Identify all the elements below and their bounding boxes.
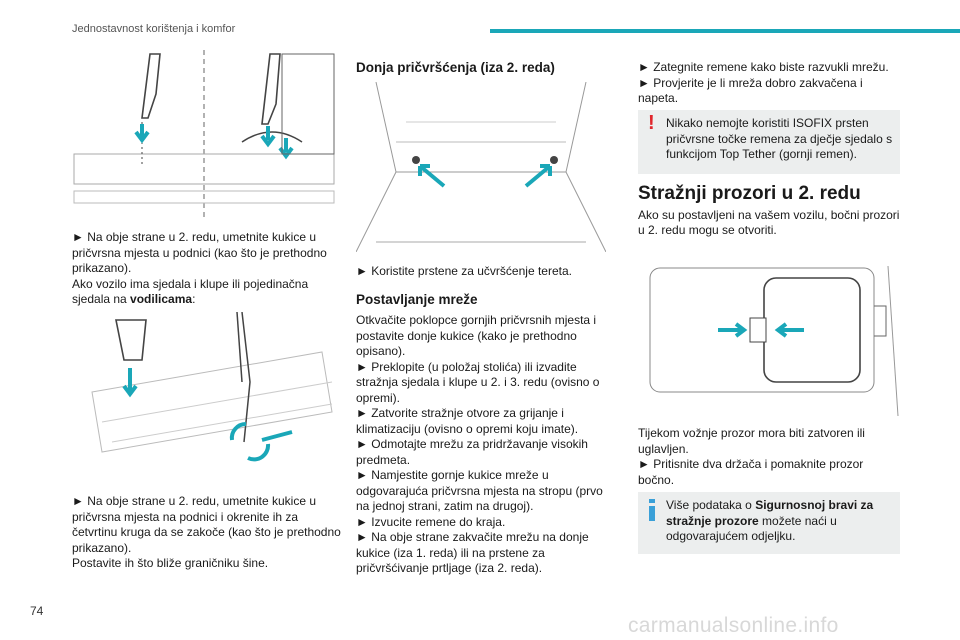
info-text: Više podataka o Sigurnosnoj bravi za str…: [666, 498, 874, 543]
heading-net-install: Postavljanje mreže: [356, 291, 478, 307]
figure-cargo-rings: [356, 82, 606, 252]
body-text: Ako su postavljeni na vašem vozilu, bočn…: [638, 207, 900, 238]
info-icon: [649, 499, 655, 521]
instruction-text: ► Preklopite (u položaj stolića) ili izv…: [356, 359, 600, 405]
instruction-text: ► Koristite prstene za učvršćenje tereta…: [356, 264, 572, 278]
header-accent-bar: [490, 29, 960, 33]
instruction-text: ► Pritisnite dva držača i pomaknite proz…: [638, 457, 864, 487]
instruction-text: ► Na obje strane u 2. redu, umetnite kuk…: [72, 494, 341, 555]
instruction-text: ► Provjerite je li mreža dobro zakvačena…: [638, 75, 863, 106]
heading-lower-anchors: Donja pričvršćenja (iza 2. reda): [356, 60, 555, 75]
body-text: Otkvačite poklopce gornjih pričvrsnih mj…: [356, 313, 597, 358]
info-note: Više podataka o Sigurnosnoj bravi za str…: [638, 492, 900, 554]
instruction-text: ► Na obje strane u 2. redu, umetnite kuk…: [72, 230, 327, 275]
heading-rear-windows: Stražnji prozori u 2. redu: [638, 183, 861, 204]
warning-text: Nikako nemojte koristiti ISOFIX prsten p…: [666, 116, 893, 161]
warning-note: ! Nikako nemojte koristiti ISOFIX prsten…: [638, 110, 900, 174]
section-title: Jednostavnost korištenja i komfor: [72, 23, 236, 35]
instruction-text: ► Zatvorite stražnje otvore za grijanje …: [356, 406, 579, 436]
instruction-text: ► Namjestite gornje kukice mreže u odgov…: [356, 468, 603, 513]
body-text: Postavite ih što bliže graničniku šine.: [72, 556, 269, 570]
warning-icon: !: [648, 112, 655, 134]
figure-rear-window: [649, 265, 899, 417]
watermark: carmanualsonline.info: [628, 614, 839, 637]
instruction-text: ► Zategnite remene kako biste razvukli m…: [638, 60, 889, 74]
figure-hooks-rails: [91, 312, 333, 462]
figure-hooks-floor: [73, 50, 335, 218]
instruction-text: ► Izvucite remene do kraja.: [356, 514, 506, 529]
body-text: Ako vozilo ima sjedala i klupe ili pojed…: [72, 276, 309, 307]
page-number: 74: [30, 604, 44, 618]
body-text: Tijekom vožnje prozor mora biti zatvoren…: [638, 426, 865, 456]
instruction-text: ► Na obje strane zakvačite mrežu na donj…: [356, 530, 589, 575]
instruction-text: ► Odmotajte mrežu za pridržavanje visoki…: [356, 437, 588, 467]
